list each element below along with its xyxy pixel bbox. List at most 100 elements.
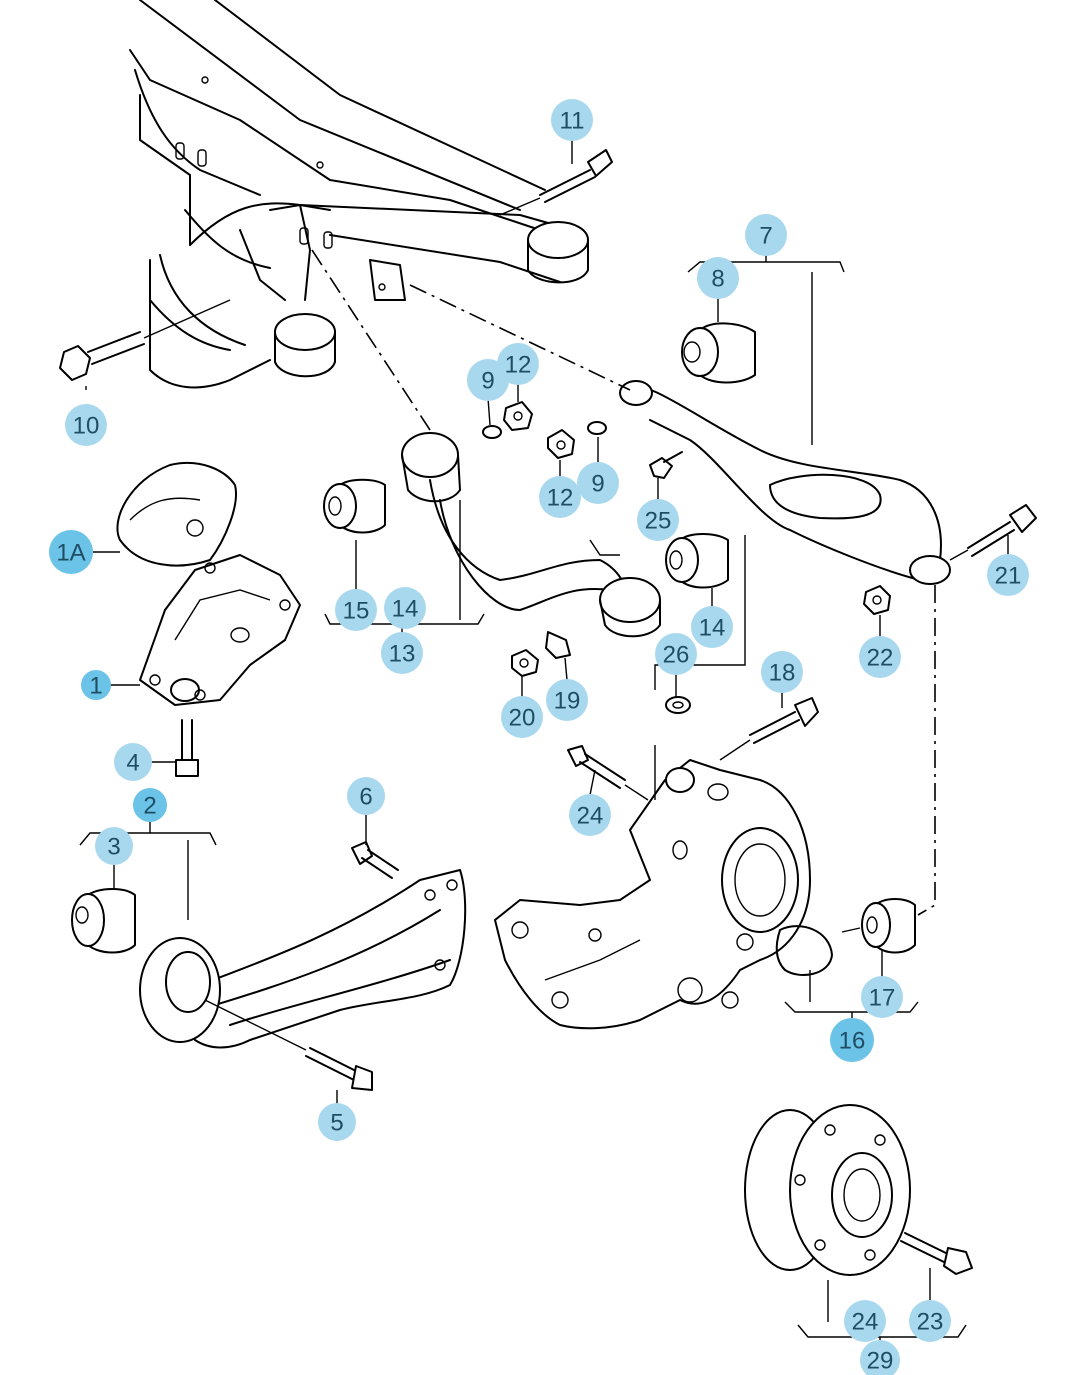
callout-20: 20 (501, 696, 543, 738)
callout-12-lower-circle (539, 476, 581, 518)
callout-20-circle (501, 696, 543, 738)
bushing-15 (323, 478, 386, 534)
callout-10: 10 (65, 404, 107, 446)
callout-18-label: 18 (769, 660, 796, 687)
callout-5-label: 5 (330, 1110, 343, 1137)
bushing-3 (71, 888, 136, 954)
callout-1A-circle (49, 530, 93, 574)
bolt-5 (204, 999, 373, 1091)
callout-26: 26 (655, 633, 697, 675)
callout-3: 3 (95, 827, 133, 865)
callout-24-hub-label: 24 (852, 1309, 879, 1336)
callout-6: 6 (347, 777, 385, 815)
callout-24-knuckle: 24 (569, 794, 611, 836)
rear-subframe (129, 0, 589, 389)
callout-21-circle (987, 554, 1029, 596)
callout-23: 23 (909, 1300, 951, 1342)
upper-link-13 (401, 432, 661, 638)
callout-8: 8 (697, 257, 739, 299)
callout-17-label: 17 (869, 985, 896, 1012)
callout-9-lower-label: 9 (591, 471, 604, 498)
callout-14-right-label: 14 (699, 615, 726, 642)
callout-24-hub: 24 (844, 1300, 886, 1342)
callout-23-label: 23 (917, 1309, 944, 1336)
nut-12-right (547, 429, 575, 459)
callout-26-label: 26 (663, 642, 690, 669)
callout-26-circle (655, 633, 697, 675)
callout-1-circle (81, 670, 111, 700)
callout-7: 7 (745, 214, 787, 256)
callout-18: 18 (761, 651, 803, 693)
bolt-4 (175, 719, 199, 777)
callout-7-circle (745, 214, 787, 256)
callout-1A: 1A (49, 530, 93, 574)
callout-22-label: 22 (867, 645, 894, 672)
lower-wishbone-7 (619, 380, 951, 585)
callout-1-label: 1 (89, 673, 102, 700)
callout-4-label: 4 (126, 750, 139, 777)
callout-2: 2 (133, 788, 167, 822)
callout-11: 11 (551, 99, 593, 141)
bolt-23 (900, 1232, 973, 1275)
bolt-10 (59, 299, 231, 381)
callout-7-label: 7 (759, 223, 772, 250)
wheel-hub-29 (744, 1104, 911, 1276)
callout-17: 17 (861, 976, 903, 1018)
callout-29-circle (860, 1340, 900, 1375)
callout-3-label: 3 (107, 834, 120, 861)
callout-14-left-label: 14 (392, 596, 419, 623)
callout-15-circle (335, 589, 377, 631)
bolt-24-knuckle (567, 745, 649, 801)
callout-4-circle (114, 743, 152, 781)
nut-20 (511, 649, 539, 677)
callout-8-circle (697, 257, 739, 299)
callout-25: 25 (637, 499, 679, 541)
bolt-21 (949, 504, 1037, 561)
bushing-8 (681, 322, 756, 384)
callout-16: 16 (830, 1018, 874, 1062)
callout-15-label: 15 (343, 598, 370, 625)
bolt-11 (499, 149, 613, 216)
callout-12-upper-circle (497, 343, 539, 385)
callout-13-circle (381, 632, 423, 674)
callout-12-upper: 12 (497, 343, 539, 385)
cover-1A (116, 461, 237, 567)
washer-26 (665, 696, 691, 714)
callout-18-circle (761, 651, 803, 693)
callout-5-circle (318, 1103, 356, 1141)
washer-9-left (482, 425, 502, 439)
callout-9-lower-circle (577, 462, 619, 504)
callout-19-circle (546, 679, 588, 721)
nut-12-left (503, 401, 533, 431)
callout-17-circle (861, 976, 903, 1018)
bolt-18 (719, 697, 819, 761)
callout-24-knuckle-label: 24 (577, 803, 604, 830)
callout-29-label: 29 (867, 1348, 894, 1375)
callout-6-circle (347, 777, 385, 815)
callout-1: 1 (81, 670, 111, 700)
callout-2-circle (133, 788, 167, 822)
callout-10-label: 10 (73, 413, 100, 440)
nut-22 (863, 585, 891, 615)
callout-16-label: 16 (839, 1028, 866, 1055)
callout-1A-label: 1A (56, 540, 85, 567)
callout-25-circle (637, 499, 679, 541)
callout-12-lower: 12 (539, 476, 581, 518)
callout-22: 22 (859, 636, 901, 678)
callout-2-label: 2 (143, 793, 156, 820)
callout-3-circle (95, 827, 133, 865)
callout-24-hub-circle (844, 1300, 886, 1342)
callout-10-circle (65, 404, 107, 446)
callout-9-upper-label: 9 (481, 368, 494, 395)
bolt-6 (351, 841, 399, 879)
callout-22-circle (859, 636, 901, 678)
callout-12-upper-label: 12 (505, 352, 532, 379)
callout-21-label: 21 (995, 563, 1022, 590)
callout-24-knuckle-circle (569, 794, 611, 836)
callout-21: 21 (987, 554, 1029, 596)
callout-25-label: 25 (645, 508, 672, 535)
callout-12-lower-label: 12 (547, 485, 574, 512)
trailing-arm-2 (139, 869, 467, 1049)
callout-6-label: 6 (359, 784, 372, 811)
